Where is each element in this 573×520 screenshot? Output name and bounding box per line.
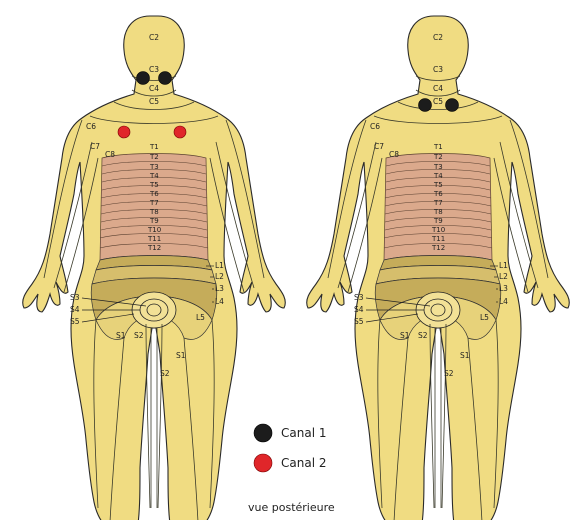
label-c5: C5	[149, 97, 159, 106]
label-s4: S4	[70, 305, 80, 314]
label-s3: S3	[70, 293, 80, 302]
legend-canal1-label: Canal 1	[281, 426, 326, 440]
electrode-canal1-left-a	[137, 72, 150, 85]
label-s5: S5	[70, 317, 80, 326]
label-c6: C6	[86, 122, 96, 131]
legend-canal1-swatch	[254, 424, 272, 442]
label-t12: T12	[147, 244, 161, 252]
label-l1: L1	[215, 261, 224, 270]
label-t5: T5	[433, 181, 443, 189]
label-l4: L4	[499, 297, 508, 306]
label-l4: L4	[215, 297, 224, 306]
label-s1-b: S1	[460, 351, 470, 360]
label-c8: C8	[389, 150, 399, 159]
figure-left: C2 C3 C4 C5 C6 C7 C8 T1 T2 T3 T4 T5 T6 T…	[23, 16, 286, 520]
label-t11: T11	[147, 235, 161, 243]
label-s2-b: S2	[444, 369, 454, 378]
electrode-canal2-left-a	[118, 126, 130, 138]
label-t5: T5	[149, 181, 159, 189]
label-c2: C2	[149, 33, 159, 42]
label-t4: T4	[433, 172, 443, 180]
label-c4: C4	[149, 84, 159, 93]
label-s2-b: S2	[160, 369, 170, 378]
legend-canal2-label: Canal 2	[281, 456, 326, 470]
label-t9: T9	[433, 217, 443, 225]
electrode-canal1-left-b	[159, 72, 172, 85]
label-c4: C4	[433, 84, 443, 93]
label-c3: C3	[433, 65, 443, 74]
label-l5: L5	[196, 313, 205, 322]
label-s3: S3	[354, 293, 364, 302]
label-l2: L2	[499, 272, 508, 281]
label-t6: T6	[433, 190, 443, 198]
label-t10: T10	[147, 226, 161, 234]
label-s2-a: S2	[134, 331, 144, 340]
label-l3: L3	[215, 284, 224, 293]
label-s2-a: S2	[418, 331, 428, 340]
label-t1: T1	[149, 143, 159, 151]
label-l3: L3	[499, 284, 508, 293]
label-t3: T3	[149, 163, 159, 171]
label-t10: T10	[431, 226, 445, 234]
label-c8: C8	[105, 150, 115, 159]
label-s1-a: S1	[116, 331, 126, 340]
label-c6: C6	[370, 122, 380, 131]
label-t7: T7	[149, 199, 159, 207]
legend-canal2-swatch	[254, 454, 272, 472]
label-t12: T12	[431, 244, 445, 252]
label-t6: T6	[149, 190, 159, 198]
electrode-canal1-right-b	[446, 99, 459, 112]
label-c7: C7	[374, 142, 384, 151]
label-t8: T8	[149, 208, 159, 216]
label-c2: C2	[433, 33, 443, 42]
label-c7: C7	[90, 142, 100, 151]
legend: Canal 1 Canal 2	[254, 424, 326, 472]
label-c3: C3	[149, 65, 159, 74]
label-t7: T7	[433, 199, 443, 207]
label-s4: S4	[354, 305, 364, 314]
label-l5: L5	[480, 313, 489, 322]
label-s5: S5	[354, 317, 364, 326]
label-c5: C5	[433, 97, 443, 106]
label-t2: T2	[149, 153, 159, 161]
label-t2: T2	[433, 153, 443, 161]
label-s1-b: S1	[176, 351, 186, 360]
label-t11: T11	[431, 235, 445, 243]
label-t1: T1	[433, 143, 443, 151]
electrode-canal2-left-b	[174, 126, 186, 138]
label-t4: T4	[149, 172, 159, 180]
label-t3: T3	[433, 163, 443, 171]
label-l1: L1	[499, 261, 508, 270]
label-l2: L2	[215, 272, 224, 281]
label-s1-a: S1	[400, 331, 410, 340]
label-t8: T8	[433, 208, 443, 216]
electrode-canal1-right-a	[419, 99, 432, 112]
label-t9: T9	[149, 217, 159, 225]
figure-right: C2 C3 C4 C5 C6 C7 C8 T1 T2 T3 T4 T5 T6 T…	[307, 16, 570, 520]
caption: vue postérieure	[248, 501, 335, 514]
